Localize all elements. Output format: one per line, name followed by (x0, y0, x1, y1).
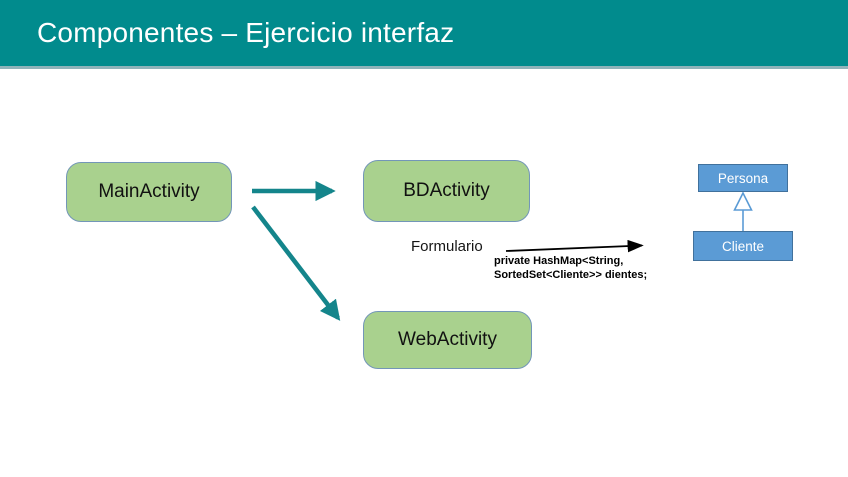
node-cliente-label: Cliente (721, 238, 765, 254)
slide-title: Componentes – Ejercicio interfaz (37, 17, 455, 48)
node-persona: Persona (698, 164, 788, 192)
node-main-activity: MainActivity (66, 162, 232, 222)
node-persona-label: Persona (717, 170, 769, 186)
arrow-main-to-web-icon (251, 205, 341, 321)
node-web-activity-label: WebActivity (398, 329, 497, 350)
code-snippet: private HashMap<String, SortedSet<Client… (494, 254, 647, 282)
node-bd-activity-label: BDActivity (403, 180, 490, 201)
node-cliente: Cliente (693, 231, 793, 261)
slide-header: Componentes – Ejercicio interfaz (0, 0, 848, 69)
formulario-label: Formulario (411, 238, 483, 255)
node-web-activity: WebActivity (363, 311, 532, 369)
inheritance-triangle-icon (733, 191, 753, 211)
node-main-activity-label: MainActivity (98, 181, 200, 202)
code-line-1: private HashMap<String, (494, 255, 624, 267)
code-line-2: SortedSet<Cliente>> dientes; (494, 269, 648, 281)
arrow-formulario-to-cliente-icon (505, 239, 644, 253)
node-bd-activity: BDActivity (363, 160, 530, 222)
